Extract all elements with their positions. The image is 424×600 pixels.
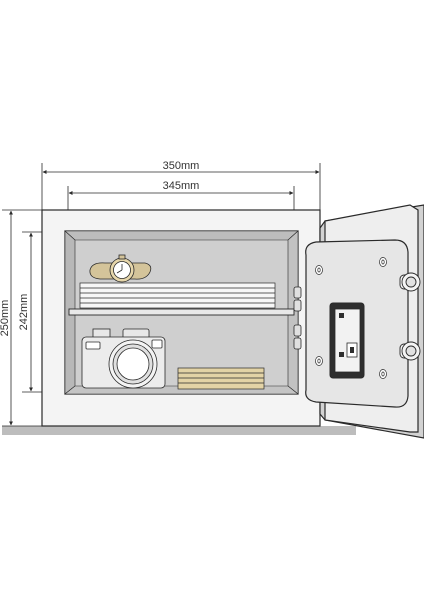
paper-stack	[79, 282, 276, 309]
door-screws	[315, 257, 387, 379]
watch-icon	[89, 254, 152, 283]
width-dimensions	[41, 163, 321, 232]
door-bolts	[399, 272, 421, 361]
lock-mechanism	[329, 302, 365, 379]
outer-width-label: 350mm	[163, 160, 200, 172]
door-hinges	[293, 286, 302, 350]
book-stack	[177, 367, 265, 390]
shelf	[68, 308, 295, 316]
floor-base	[2, 426, 356, 435]
camera-icon	[81, 328, 166, 389]
safe-door	[305, 204, 424, 439]
inner-width-label: 345mm	[163, 180, 200, 192]
outer-height-label: 250mm	[0, 300, 11, 337]
inner-height-label: 242mm	[18, 294, 30, 331]
